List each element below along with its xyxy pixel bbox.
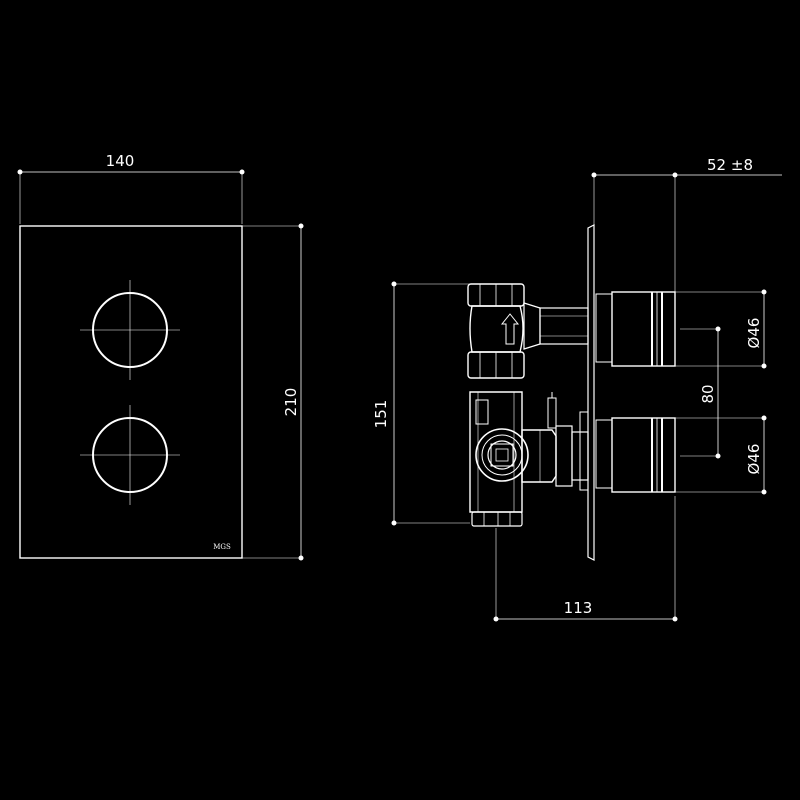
front-view [17,169,304,561]
width-label: 140 [106,152,135,170]
lower-handle-circle [80,405,180,505]
upper-stem [523,302,589,350]
lower-handle-body [595,417,676,493]
lower-valve-body [469,391,589,527]
upper-valve-body [467,283,525,379]
depth-label: 113 [564,599,593,617]
projection-dimension [591,172,782,292]
upper-handle-body [595,291,676,367]
body-height-label: 151 [372,400,390,429]
spacing-label: 80 [699,384,717,403]
depth-dimension [493,496,678,622]
lower-diameter-label: Ø46 [745,444,763,475]
cover-plate [19,225,243,559]
body-height-dimension [391,281,470,526]
brand-logo: MGS [213,543,231,551]
upper-diameter-label: Ø46 [745,318,763,349]
width-dimension [17,169,245,224]
side-view [391,172,782,622]
upper-handle-circle [80,280,180,380]
right-dimensions [675,289,767,495]
projection-label: 52 ±8 [707,156,753,174]
height-dimension [242,223,304,561]
height-label: 210 [282,388,300,417]
